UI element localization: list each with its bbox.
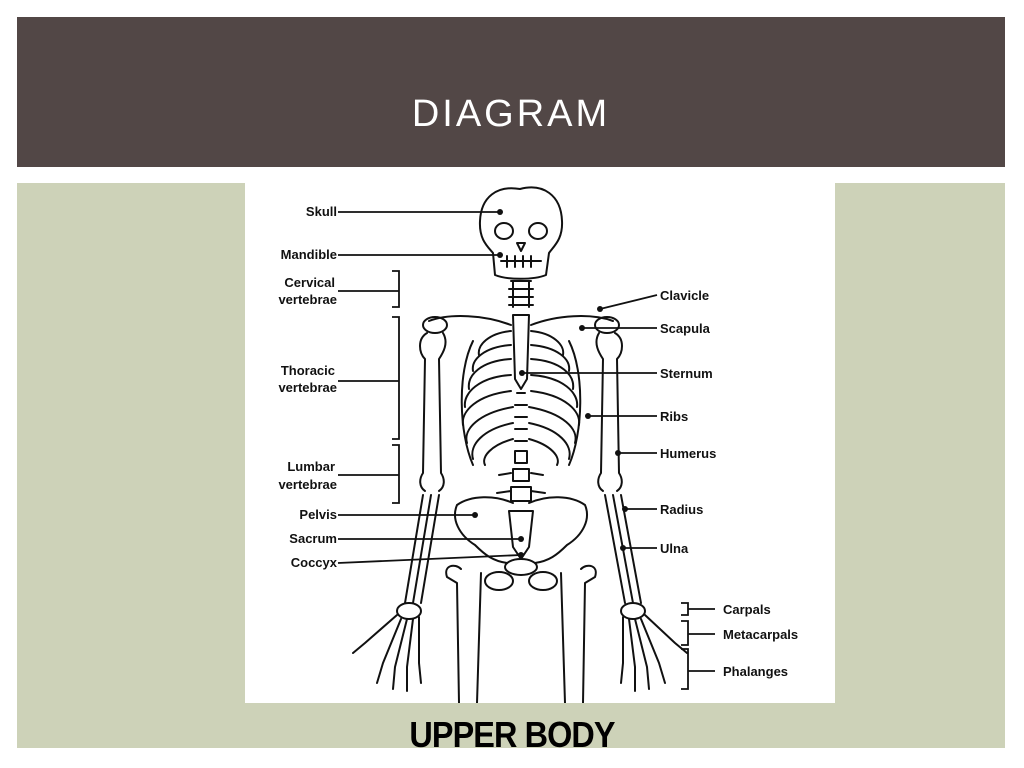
- label-metacarpals: Metacarpals: [723, 627, 798, 642]
- label-thoracic-line2: vertebrae: [278, 380, 337, 395]
- leader-lines: [337, 211, 715, 690]
- skeleton-diagram: Skull Mandible Cervical vertebrae Thorac…: [245, 183, 835, 703]
- label-pelvis: Pelvis: [299, 507, 337, 522]
- label-mandible: Mandible: [281, 247, 337, 262]
- label-scapula: Scapula: [660, 321, 711, 336]
- label-phalanges: Phalanges: [723, 664, 788, 679]
- label-radius: Radius: [660, 502, 703, 517]
- skeleton-illustration: [352, 186, 688, 703]
- label-clavicle: Clavicle: [660, 288, 709, 303]
- label-cervical-line1: Cervical: [284, 275, 335, 290]
- label-sacrum: Sacrum: [289, 531, 337, 546]
- label-skull: Skull: [306, 204, 337, 219]
- label-lumbar-line1: Lumbar: [287, 459, 335, 474]
- diagram-caption: UPPER BODY: [409, 714, 615, 755]
- label-cervical-line2: vertebrae: [278, 292, 337, 307]
- label-coccyx: Coccyx: [291, 555, 338, 570]
- label-ribs: Ribs: [660, 409, 688, 424]
- label-thoracic-line1: Thoracic: [281, 363, 335, 378]
- slide-title: DIAGRAM: [411, 93, 611, 135]
- label-ulna: Ulna: [660, 541, 689, 556]
- label-sternum: Sternum: [660, 366, 713, 381]
- slide-header: DIAGRAM: [17, 17, 1005, 167]
- leader-dots: [472, 209, 628, 558]
- label-carpals: Carpals: [723, 602, 771, 617]
- label-lumbar-line2: vertebrae: [278, 477, 337, 492]
- label-humerus: Humerus: [660, 446, 716, 461]
